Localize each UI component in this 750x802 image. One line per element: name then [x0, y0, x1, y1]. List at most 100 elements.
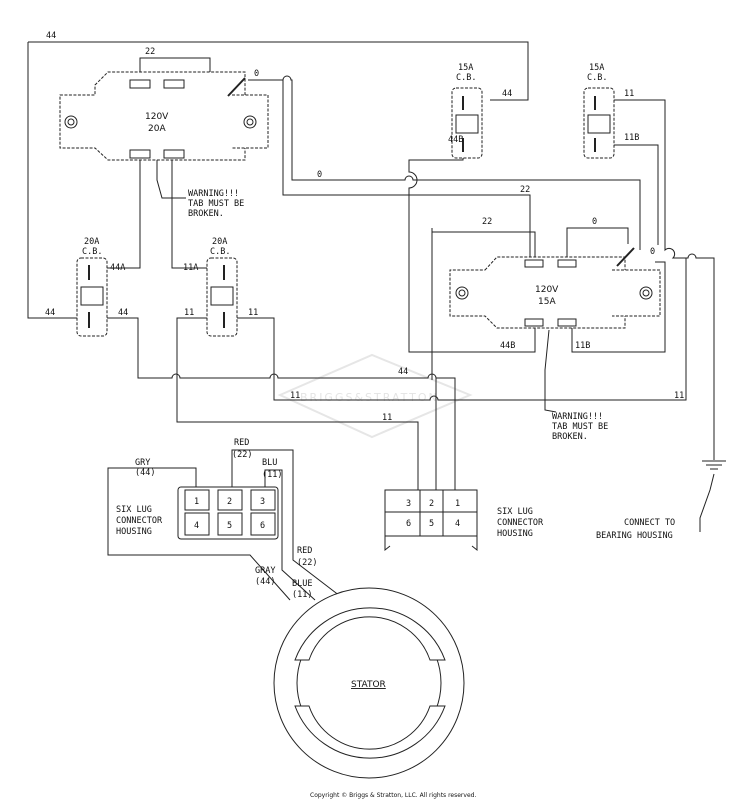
wire-label: 11 [674, 391, 684, 401]
pin-label: 3 [260, 497, 265, 507]
wire-color-label: BLU [262, 458, 277, 468]
wire-label: 0 [592, 217, 597, 227]
stator-wire-label: (44) [255, 577, 275, 587]
stator-wire-labels: RED (22) GRAY (44) BLUE (11) [255, 546, 317, 600]
receptacle-right-amps: 15A [538, 297, 556, 307]
wire-color-label: GRY [135, 458, 150, 468]
breaker-top-right: 15A C.B. [583, 63, 615, 159]
stator-wire-label: RED [297, 546, 312, 556]
breaker-top-mid-type: C.B. [456, 73, 476, 83]
wire-0-top-b [282, 80, 531, 258]
wire-label: 11 [624, 89, 634, 99]
wire-label: 44 [398, 367, 408, 377]
pin-label: 4 [455, 519, 460, 529]
connector-left-label: SIX LUG [116, 505, 152, 515]
wire-label: 11B [575, 341, 590, 351]
wire-label: 44A [110, 263, 125, 273]
breaker-left-1-type: C.B. [82, 247, 102, 257]
ground-icon [702, 460, 726, 470]
wire-left-conn-gray [107, 467, 291, 601]
stator-wire-label: (22) [297, 558, 317, 568]
pin-label: 5 [429, 519, 434, 529]
connector-right: 3 2 1 6 5 4 SIX LUG CONNECTOR HOUSING [384, 489, 544, 552]
wire-label: 44B [448, 135, 463, 145]
wire-label: 44 [118, 308, 128, 318]
wire-11-left2 [236, 258, 687, 401]
wire-11-left [176, 317, 419, 490]
wire-44a [105, 155, 141, 269]
wire-label: 44 [46, 31, 56, 41]
warning-right-line2: TAB MUST BE [552, 422, 608, 432]
ground-label-line2: BEARING HOUSING [596, 531, 673, 541]
wire-44b-cb [408, 145, 536, 353]
wire-label: 44 [45, 308, 55, 318]
breaker-left-2-rating: 20A [212, 237, 227, 247]
wire-color-label: RED [234, 438, 249, 448]
connector-left: 1 2 3 4 5 6 SIX LUG CONNECTOR HOUSING GR… [116, 438, 282, 540]
warning-top-line3: BROKEN. [188, 209, 224, 219]
pin-label: 5 [227, 521, 232, 531]
wire-label: 22 [520, 185, 530, 195]
wire-0-right [566, 227, 629, 258]
warning-top-line1: WARNING!!! [188, 189, 239, 199]
wire-label: 0 [254, 69, 259, 79]
wire-22-right [431, 228, 536, 380]
pin-label: 6 [260, 521, 265, 531]
breaker-top-mid-rating: 15A [458, 63, 473, 73]
breaker-top-right-rating: 15A [589, 63, 604, 73]
receptacle-top: 120V 20A [59, 71, 269, 161]
pin-label: 1 [194, 497, 199, 507]
stator-wire-label: (11) [292, 590, 312, 600]
pin-label: 2 [227, 497, 232, 507]
warning-right: WARNING!!! TAB MUST BE BROKEN. [544, 329, 608, 442]
wire-label: 11 [382, 413, 392, 423]
ground-label: CONNECT TO BEARING HOUSING [596, 518, 675, 541]
warning-right-line1: WARNING!!! [552, 412, 603, 422]
wire-44-top [27, 41, 529, 319]
pin-label: 6 [406, 519, 411, 529]
wire-color-label: (22) [232, 450, 252, 460]
ground-label-line1: CONNECT TO [624, 518, 675, 528]
receptacle-right-voltage: 120V [535, 285, 559, 295]
pin-label: 4 [194, 521, 199, 531]
wire-44-left [105, 317, 456, 490]
breaker-left-2-type: C.B. [210, 247, 230, 257]
connector-right-label: SIX LUG [497, 507, 533, 517]
watermark: BRIGGS&STRATTON [277, 353, 473, 439]
pin-label: 3 [406, 499, 411, 509]
wire-color-label: (11) [262, 470, 282, 480]
warning-top-line2: TAB MUST BE [188, 199, 244, 209]
stator-wire-label: BLUE [292, 579, 312, 589]
receptacle-top-amps: 20A [148, 124, 166, 134]
breaker-left-1: 20A C.B. [76, 237, 108, 337]
wire-label: 22 [482, 217, 492, 227]
connector-right-label: HOUSING [497, 529, 533, 539]
ground-leader [699, 473, 715, 532]
connector-right-label: CONNECTOR [497, 518, 544, 528]
connector-left-label: HOUSING [116, 527, 152, 537]
wire-label: 0 [650, 247, 655, 257]
pin-label: 1 [455, 499, 460, 509]
breaker-top-mid: 15A C.B. [451, 63, 483, 159]
stator-wire-label: GRAY [255, 566, 275, 576]
wire-label: 11 [290, 391, 300, 401]
wire-11-cb [608, 99, 715, 455]
wire-label: 22 [145, 47, 155, 57]
wire-11b-cb [571, 144, 666, 353]
wire-label: 0 [317, 170, 322, 180]
warning-right-line3: BROKEN. [552, 432, 588, 442]
wire-left-conn-blu [264, 469, 316, 601]
wire-11a [171, 155, 208, 269]
wire-color-label: (44) [135, 468, 155, 478]
stator: STATOR [273, 587, 465, 779]
breaker-left-2: 20A C.B. [206, 237, 238, 337]
pin-label: 2 [429, 499, 434, 509]
receptacle-top-voltage: 120V [145, 112, 169, 122]
warning-top: WARNING!!! TAB MUST BE BROKEN. [156, 160, 244, 219]
wire-0-top [248, 75, 641, 250]
wire-22-top [139, 57, 211, 80]
wire-left-conn-red [231, 449, 341, 597]
watermark-text: BRIGGS&STRATTON [300, 391, 439, 404]
